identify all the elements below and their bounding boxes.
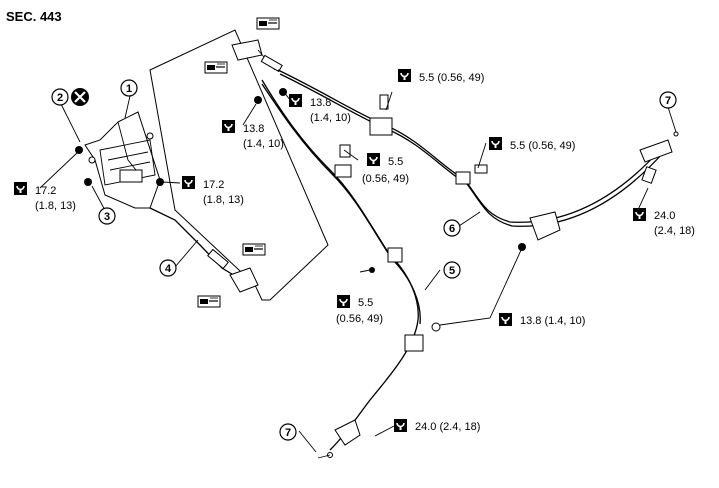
svg-text:1: 1 xyxy=(126,83,132,95)
svg-text:7: 7 xyxy=(285,427,291,439)
torque-wrench-icon xyxy=(221,119,236,134)
svg-text:(1.4, 10): (1.4, 10) xyxy=(310,112,351,124)
svg-text:(1.8, 13): (1.8, 13) xyxy=(203,194,244,206)
torque-top-right: 5.5 (0.56, 49) xyxy=(397,68,484,84)
torque-mid: 5.5 (0.56, 49) xyxy=(362,152,409,185)
svg-text:5.5: 5.5 xyxy=(358,297,373,309)
svg-text:4: 4 xyxy=(165,263,172,275)
torque-lower-mid: 5.5 (0.56, 49) xyxy=(336,294,383,325)
svg-text:3: 3 xyxy=(104,211,110,223)
svg-text:5.5 (0.56, 49): 5.5 (0.56, 49) xyxy=(510,140,575,152)
torque-wrench-icon xyxy=(393,418,408,433)
svg-text:13.8: 13.8 xyxy=(310,97,331,109)
torque-wrench-icon xyxy=(336,294,351,309)
torque-left-b: 17.2 (1.8, 13) xyxy=(181,175,244,206)
svg-text:(1.4, 10): (1.4, 10) xyxy=(243,138,284,150)
svg-text:(1.8, 13): (1.8, 13) xyxy=(35,200,76,212)
rear-cable-rh xyxy=(277,69,679,251)
callout-5: 5 xyxy=(443,261,461,279)
torque-wrench-icon xyxy=(632,207,647,222)
svg-text:2: 2 xyxy=(57,92,63,104)
torque-wrench-icon xyxy=(366,152,381,167)
grease-icon xyxy=(242,243,266,256)
callout-6: 6 xyxy=(443,219,461,237)
callout-2: 2 xyxy=(51,88,69,106)
svg-text:6: 6 xyxy=(449,223,455,235)
callout-3: 3 xyxy=(98,207,116,225)
torque-lower-right: 13.8 (1.4, 10) xyxy=(498,312,585,327)
svg-text:7: 7 xyxy=(665,95,671,107)
svg-text:(0.56, 49): (0.56, 49) xyxy=(362,173,409,185)
torque-wrench-icon xyxy=(397,68,412,83)
svg-text:13.8: 13.8 xyxy=(243,123,264,135)
callout-4: 4 xyxy=(159,259,177,277)
torque-upper-b: 13.8 (1.4, 10) xyxy=(221,119,284,150)
cable-equalizer xyxy=(231,39,287,104)
front-cable xyxy=(149,207,259,293)
torque-left-a: 17.2 (1.8, 13) xyxy=(13,181,76,212)
torque-wrench-icon xyxy=(288,93,303,108)
svg-text:13.8 (1.4, 10): 13.8 (1.4, 10) xyxy=(520,315,585,327)
rear-cable-lh xyxy=(261,79,441,459)
svg-text:(0.56, 49): (0.56, 49) xyxy=(336,313,383,325)
svg-text:24.0: 24.0 xyxy=(654,210,675,222)
torque-bottom: 24.0 (2.4, 18) xyxy=(393,418,480,433)
torque-upper-a: 13.8 (1.4, 10) xyxy=(288,93,351,124)
svg-text:5: 5 xyxy=(449,265,455,277)
svg-text:17.2: 17.2 xyxy=(203,179,224,191)
torque-right: 5.5 (0.56, 49) xyxy=(488,136,575,152)
torque-wrench-icon xyxy=(498,312,513,327)
torque-wrench-icon xyxy=(488,136,503,151)
torque-far-right: 24.0 (2.4, 18) xyxy=(632,207,695,237)
detail-boundary xyxy=(149,29,329,301)
callout-1: 1 xyxy=(120,79,138,97)
svg-text:5.5: 5.5 xyxy=(388,156,403,168)
torque-wrench-icon xyxy=(13,181,28,196)
svg-text:17.2: 17.2 xyxy=(35,185,56,197)
callout-7-right: 7 xyxy=(659,91,677,109)
grease-icon xyxy=(256,17,280,30)
parking-brake-lever xyxy=(75,111,164,209)
torque-wrench-icon xyxy=(181,175,196,190)
svg-text:5.5 (0.56, 49): 5.5 (0.56, 49) xyxy=(419,72,484,84)
section-title: SEC. 443 xyxy=(6,9,62,24)
svg-text:24.0 (2.4, 18): 24.0 (2.4, 18) xyxy=(415,421,480,433)
svg-text:(2.4, 18): (2.4, 18) xyxy=(654,225,695,237)
callout-7-bottom: 7 xyxy=(279,423,297,441)
grease-icon xyxy=(197,295,221,308)
grease-icon xyxy=(204,61,228,74)
do-not-reuse-icon xyxy=(71,88,89,106)
